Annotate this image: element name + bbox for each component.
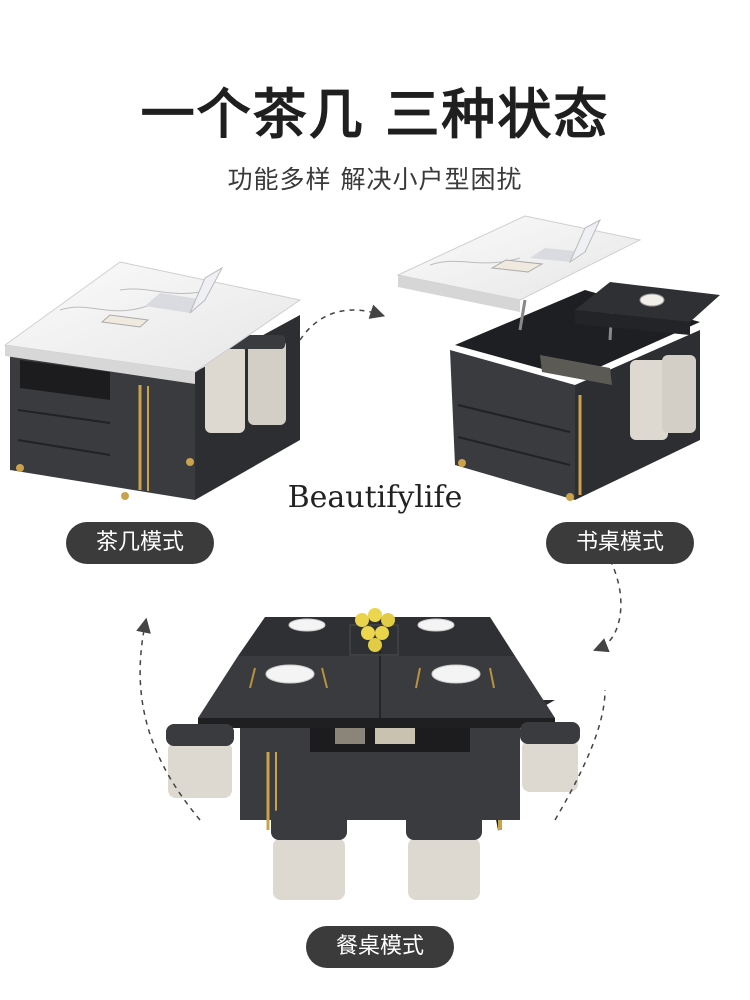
dining-stool-front-right [406,810,482,900]
arrow-tea-to-desk [299,304,386,341]
mode-label-desk: 书桌模式 [546,522,694,564]
dining-stool-left [166,724,234,798]
arrow-dining-to-tea [136,617,201,821]
mode-label-dining: 餐桌模式 [306,926,454,968]
arrow-desk-to-dining [593,559,622,653]
dining-stool-front-left [271,810,347,900]
arrow-right-lower-curve [554,689,606,821]
mode-label-tea-table: 茶几模式 [66,522,214,564]
desk-illustration [396,215,720,501]
headline: 一个茶几 三种状态 [140,83,610,146]
tea-table-illustration [3,261,302,500]
dining-stool-right [520,722,580,792]
tagline: 功能多样 解决小户型困扰 [227,165,523,194]
dining-illustration [166,608,580,900]
brand-watermark: Beautifylife [287,480,463,515]
